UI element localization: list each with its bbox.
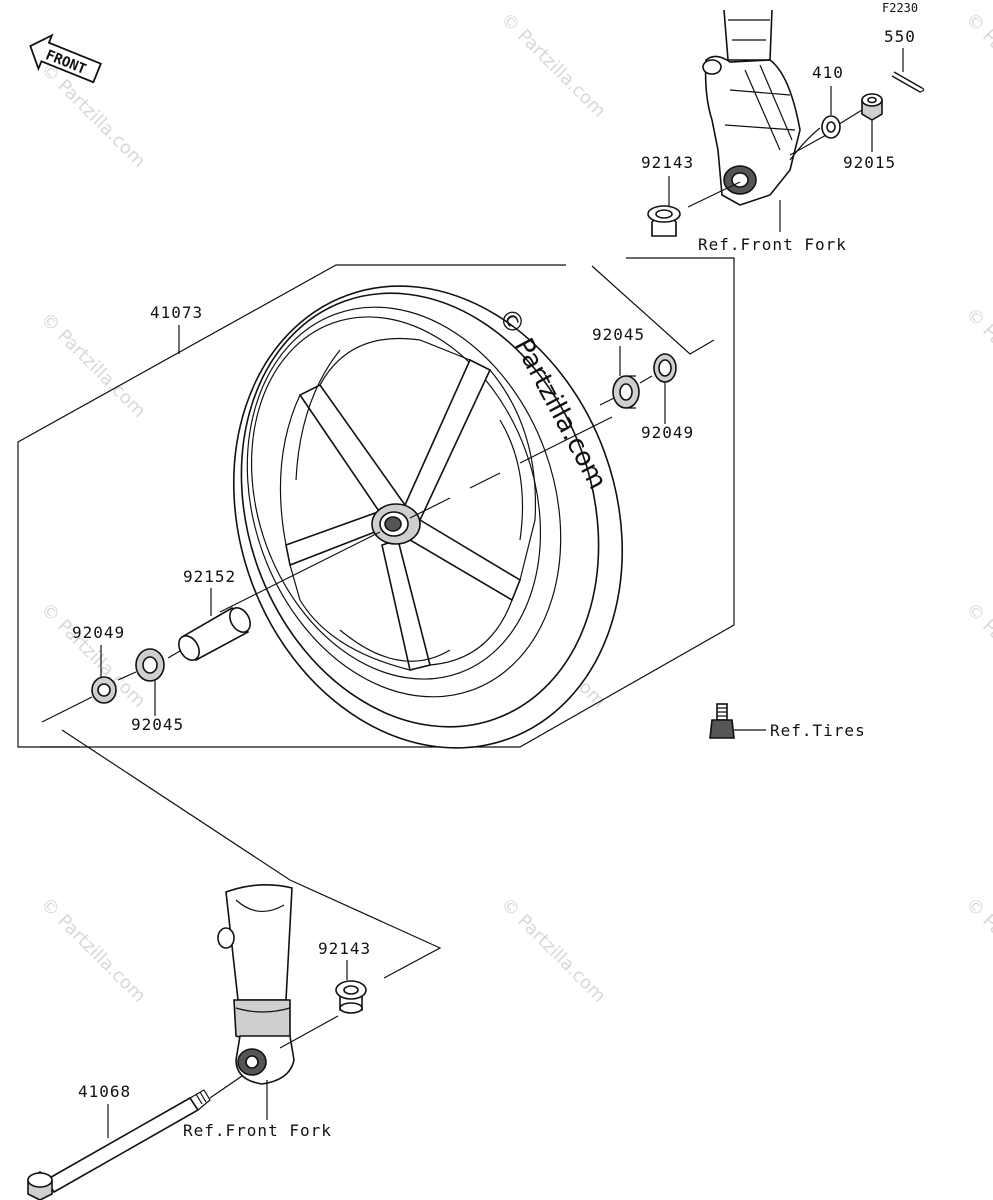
label-ref-front-fork-top: Ref.Front Fork bbox=[698, 235, 847, 254]
label-92049-left: 92049 bbox=[72, 623, 125, 642]
label-92015: 92015 bbox=[843, 153, 896, 172]
cotter-pin-550 bbox=[891, 71, 925, 93]
washer-410 bbox=[821, 115, 841, 139]
watermark: © Partzilla.com bbox=[36, 309, 149, 422]
front-fork-top-illustration bbox=[702, 9, 821, 206]
label-92152: 92152 bbox=[183, 567, 236, 586]
collar-92143-bottom bbox=[335, 980, 367, 1014]
watermark: © Partzilla.com bbox=[36, 894, 149, 1007]
label-ref-front-fork-bottom: Ref.Front Fork bbox=[183, 1121, 332, 1140]
label-92143-bottom: 92143 bbox=[318, 939, 371, 958]
watermark: © Partzilla.com bbox=[496, 9, 609, 122]
front-wheel-illustration bbox=[232, 285, 624, 749]
diagram-code: F2230 bbox=[882, 1, 918, 15]
spacer-92152 bbox=[178, 606, 251, 662]
label-41068: 41068 bbox=[78, 1082, 131, 1101]
watermark: © Partzilla.com bbox=[496, 894, 609, 1007]
label-92049-right: 92049 bbox=[641, 423, 694, 442]
watermark: © Partzilla.com bbox=[961, 894, 993, 1007]
label-550: 550 bbox=[884, 27, 916, 46]
axle-41068 bbox=[27, 1089, 211, 1200]
seal-92049-right bbox=[653, 353, 677, 383]
label-ref-tires: Ref.Tires bbox=[770, 721, 866, 740]
front-fork-bottom-illustration bbox=[217, 884, 295, 1085]
label-92045-right: 92045 bbox=[592, 325, 645, 344]
bearing-92045-left bbox=[135, 648, 165, 682]
valve-stem-icon bbox=[709, 703, 735, 739]
watermark: © Partzilla.com bbox=[961, 9, 993, 122]
watermark: © Partzilla.com bbox=[961, 599, 993, 712]
collar-92143-top bbox=[647, 205, 681, 237]
watermark: © Partzilla.com bbox=[961, 304, 993, 417]
seal-92049-left bbox=[91, 676, 117, 704]
bearing-92045-right bbox=[612, 375, 640, 409]
wheel-group-outline bbox=[17, 257, 735, 748]
label-410: 410 bbox=[812, 63, 844, 82]
label-41073: 41073 bbox=[150, 303, 203, 322]
label-92143-top: 92143 bbox=[641, 153, 694, 172]
label-92045-left: 92045 bbox=[131, 715, 184, 734]
nut-92015 bbox=[861, 93, 883, 121]
